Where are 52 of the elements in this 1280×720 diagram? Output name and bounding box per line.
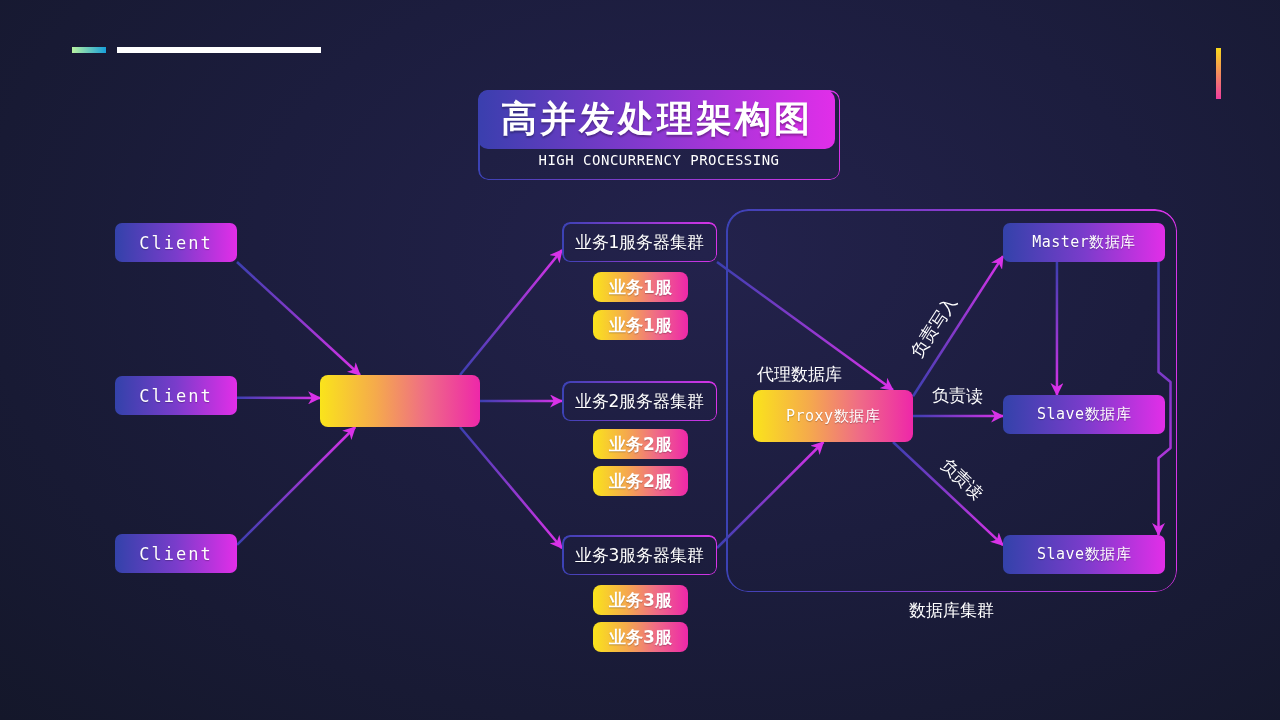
process-box (115, 534, 237, 573)
arrow (716, 441, 825, 549)
database-box (1003, 395, 1165, 434)
group-label: 数据库集群 (909, 599, 994, 622)
node-label: 业务1服 (609, 275, 672, 299)
arrow (1152, 262, 1172, 537)
arrow (911, 255, 1005, 397)
server-box (593, 585, 688, 615)
server-box (593, 310, 688, 340)
arrow (459, 426, 563, 550)
subtitle: HIGH CONCURRENCY PROCESSING (538, 152, 780, 168)
edge-label: 负责写入 (905, 291, 962, 362)
node-label: Master数据库 (1032, 233, 1136, 252)
database-box (1003, 223, 1165, 262)
node-label: 业务1服务器集群 (574, 230, 705, 254)
arrow (913, 409, 1005, 423)
process-box (115, 223, 237, 262)
node-label: 业务1服 (609, 313, 672, 337)
cluster-box (562, 381, 717, 421)
highlight-box (320, 375, 480, 427)
server-box (593, 429, 688, 459)
node-label: 业务3服 (609, 588, 672, 612)
node-label: 业务2服务器集群 (574, 389, 705, 413)
edge-label: 负责读 (935, 453, 989, 505)
arrow (480, 394, 564, 408)
node-label: 业务2服 (609, 432, 672, 456)
server-box (593, 622, 688, 652)
process-box (115, 376, 237, 415)
server-box (593, 466, 688, 496)
node-label: 业务2服 (609, 469, 672, 493)
arrow (236, 261, 361, 376)
title: 高并发处理架构图 (500, 97, 813, 141)
arrow (1050, 262, 1064, 397)
edge-label: 负责读 (932, 384, 984, 408)
node-label: Client (139, 232, 213, 253)
cluster-box (562, 535, 717, 575)
node-label: 业务3服 (609, 625, 672, 649)
node-label: Client (139, 543, 213, 564)
arrow (892, 441, 1004, 547)
arrow (459, 249, 563, 376)
arrow (716, 261, 894, 391)
node-label: Slave数据库 (1036, 405, 1132, 424)
server-box (593, 272, 688, 302)
node-label: Proxy数据库 (785, 406, 881, 426)
database-box (1003, 535, 1165, 574)
node-label: 业务3服务器集群 (574, 543, 705, 567)
node-label: Slave数据库 (1036, 545, 1132, 564)
arrow (237, 391, 322, 405)
node-label: Client (139, 385, 213, 406)
node-caption: 代理数据库 (757, 363, 842, 386)
cluster-box (562, 222, 717, 262)
arrow (236, 426, 357, 546)
